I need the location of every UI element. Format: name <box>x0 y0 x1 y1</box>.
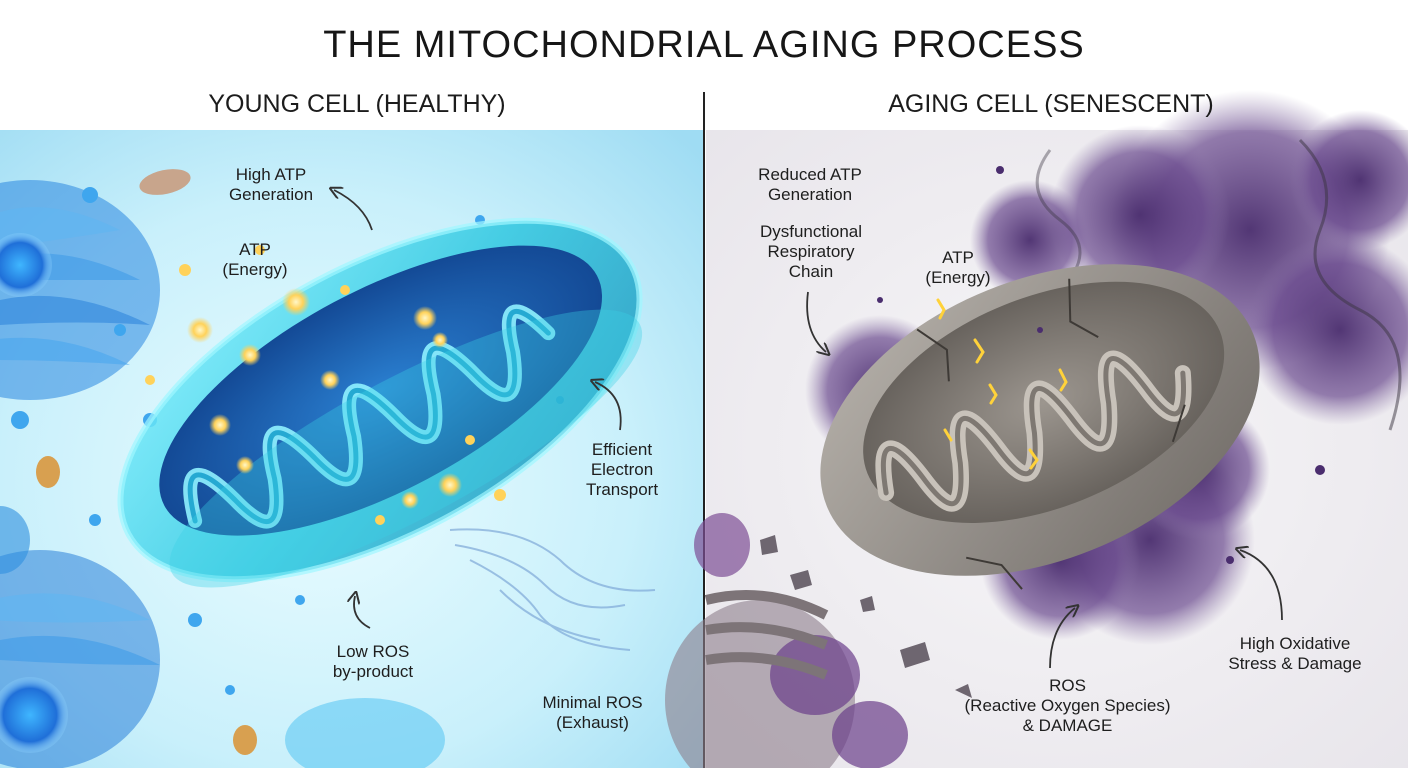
label-aging-atp: ATP(Energy) <box>918 248 998 288</box>
label-minimal-ros: Minimal ROS(Exhaust) <box>530 693 655 733</box>
page-title: THE MITOCHONDRIAL AGING PROCESS <box>0 24 1408 67</box>
aging-cell-heading: AGING CELL (SENESCENT) <box>771 90 1331 119</box>
label-young-atp: ATP(Energy) <box>215 240 295 280</box>
young-cell-heading: YOUNG CELL (HEALTHY) <box>77 90 637 119</box>
label-ros-damage: ROS(Reactive Oxygen Species)& DAMAGE <box>955 676 1180 736</box>
